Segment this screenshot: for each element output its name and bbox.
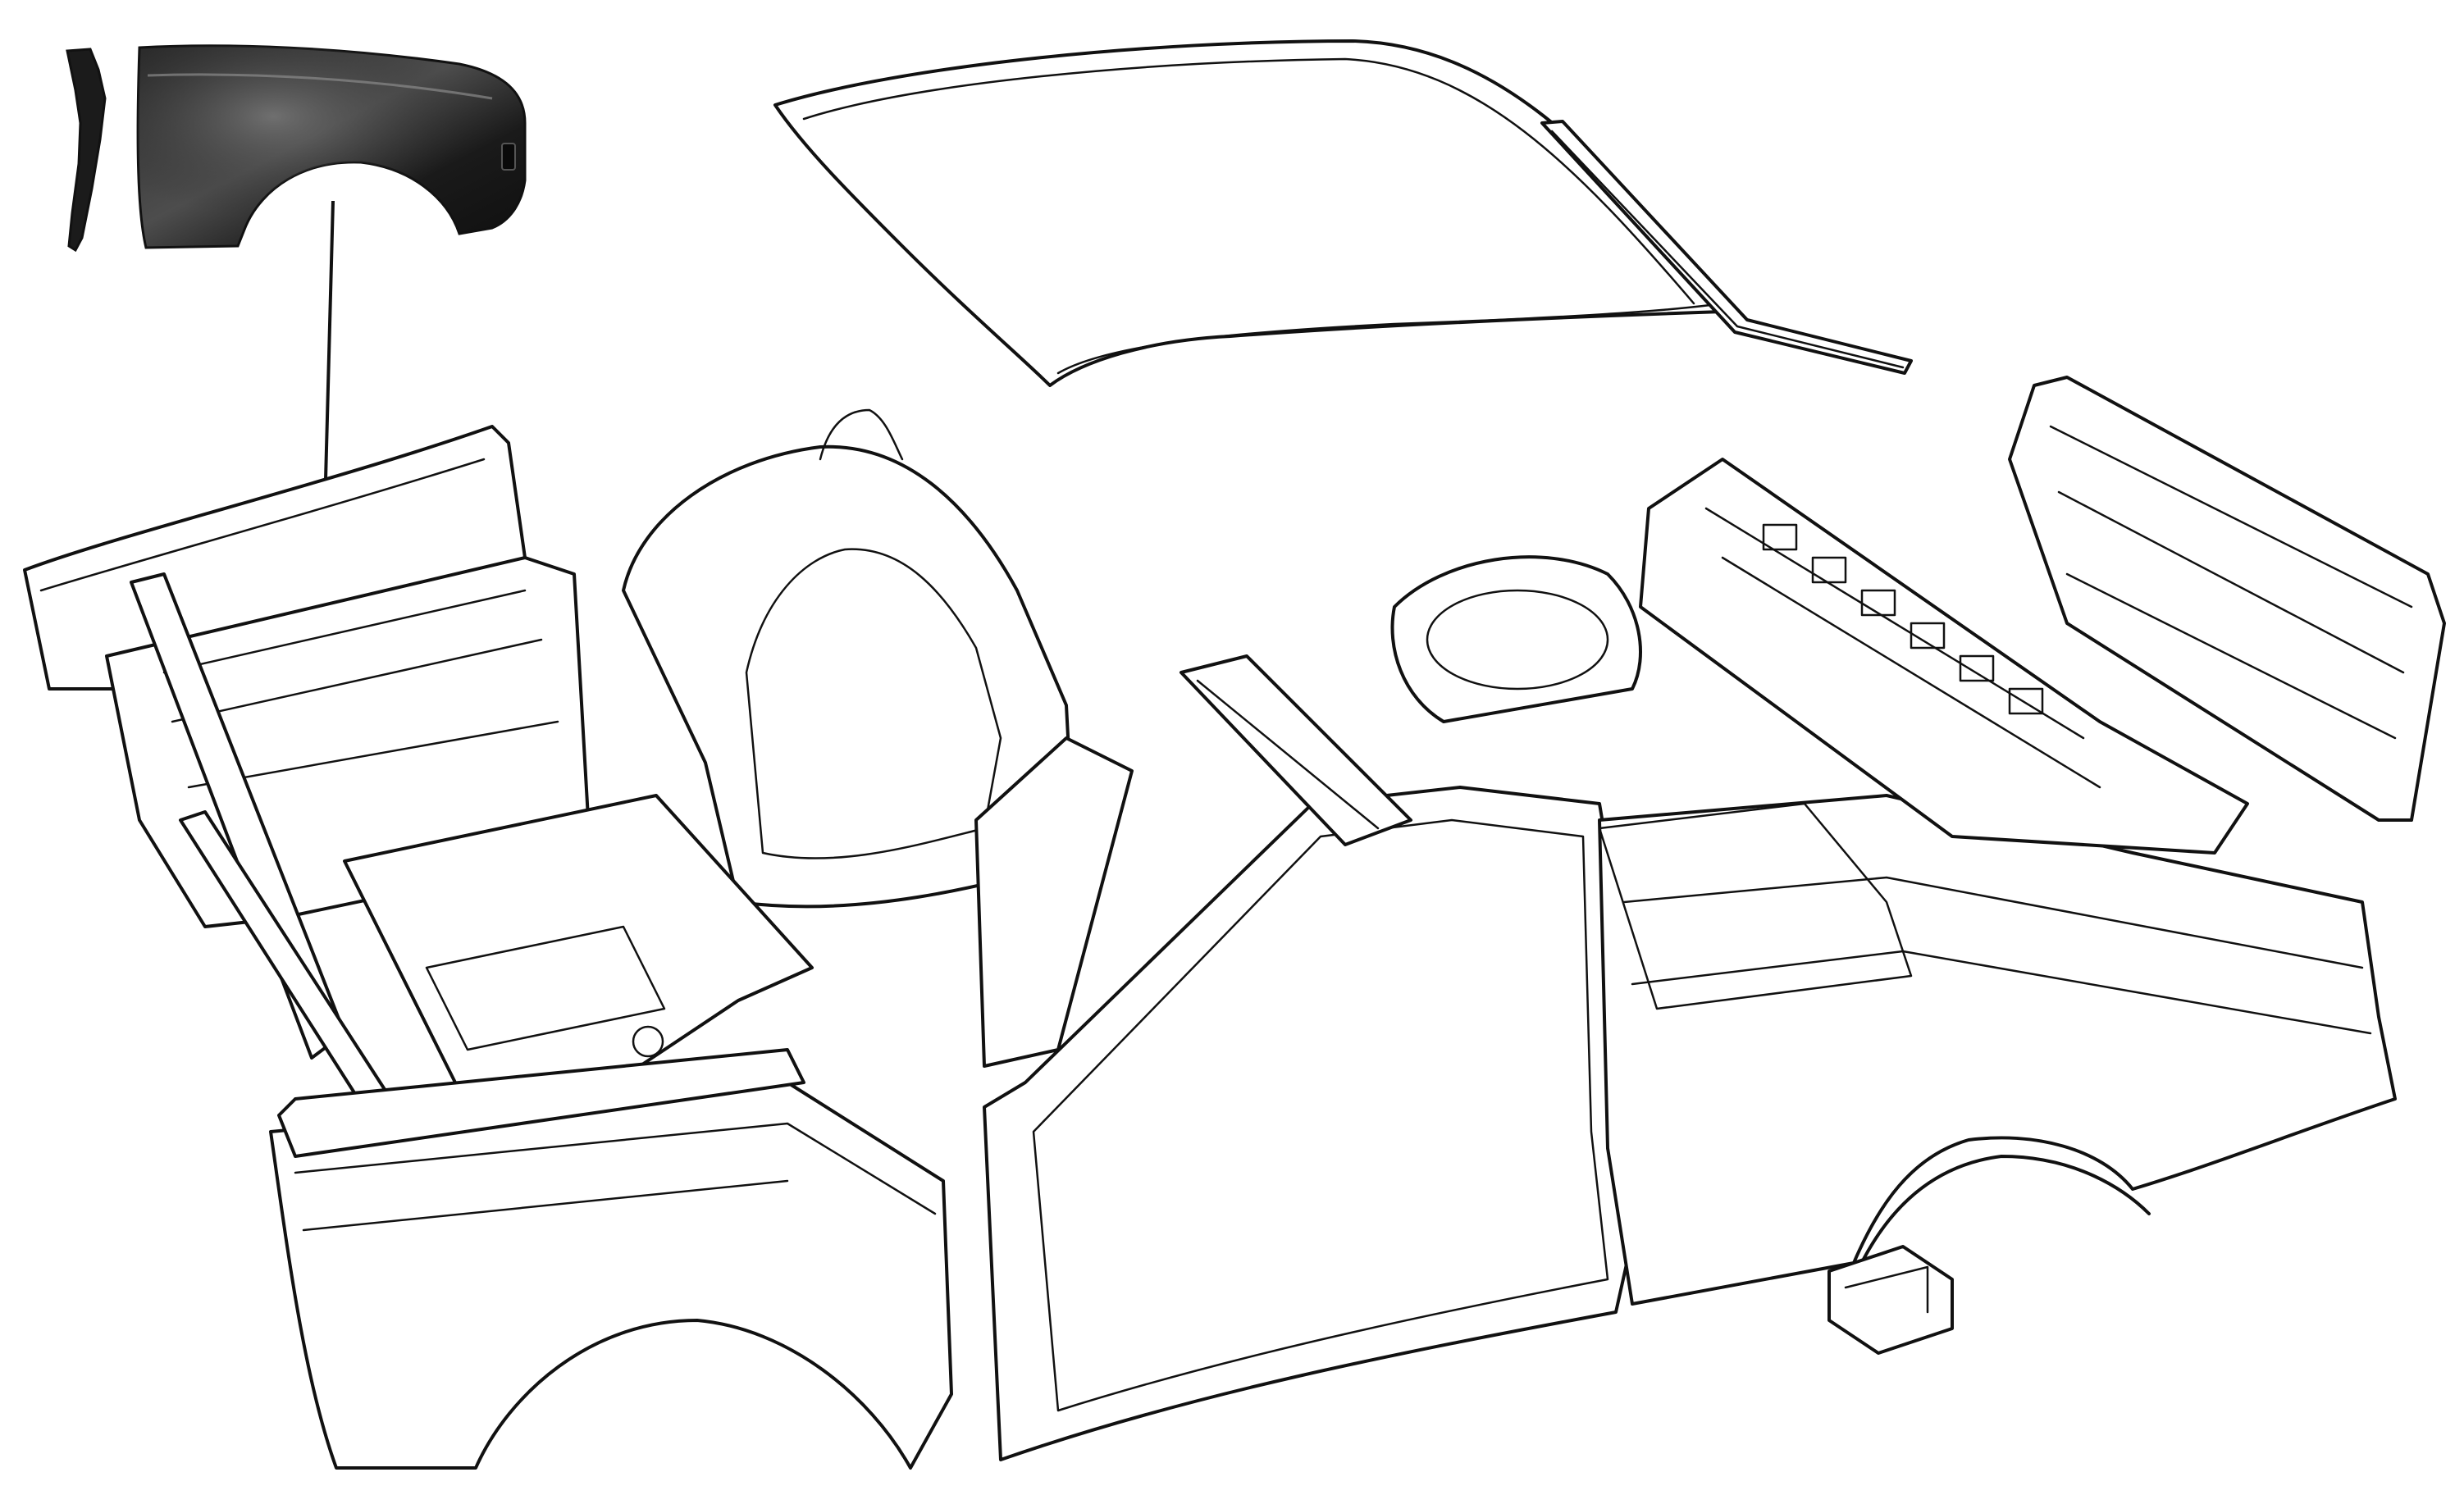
- leader-line: [324, 200, 335, 481]
- front-wing-panel: [269, 1048, 953, 1470]
- roof-panel: [773, 39, 1724, 387]
- spare-wheel-well: [1390, 555, 1642, 723]
- front-floor-pan: [343, 794, 814, 1092]
- centre-crossmember: [1180, 654, 1412, 846]
- rear-suspension-bracket: [1827, 1245, 1954, 1355]
- door-aperture-side-frame: [974, 736, 1634, 1461]
- roof-drip-rail: [1540, 120, 1913, 375]
- rear-wheel-arch: [1852, 1155, 2151, 1281]
- front-wing-panel-photo: [66, 44, 527, 253]
- boot-floor-ribs: [1762, 523, 2044, 715]
- boot-floor-assembly: [1639, 458, 2249, 855]
- rear-quarter-panel: [1598, 794, 2397, 1306]
- windscreen-frame: [622, 408, 1076, 909]
- rear-valance-panel: [2008, 376, 2446, 822]
